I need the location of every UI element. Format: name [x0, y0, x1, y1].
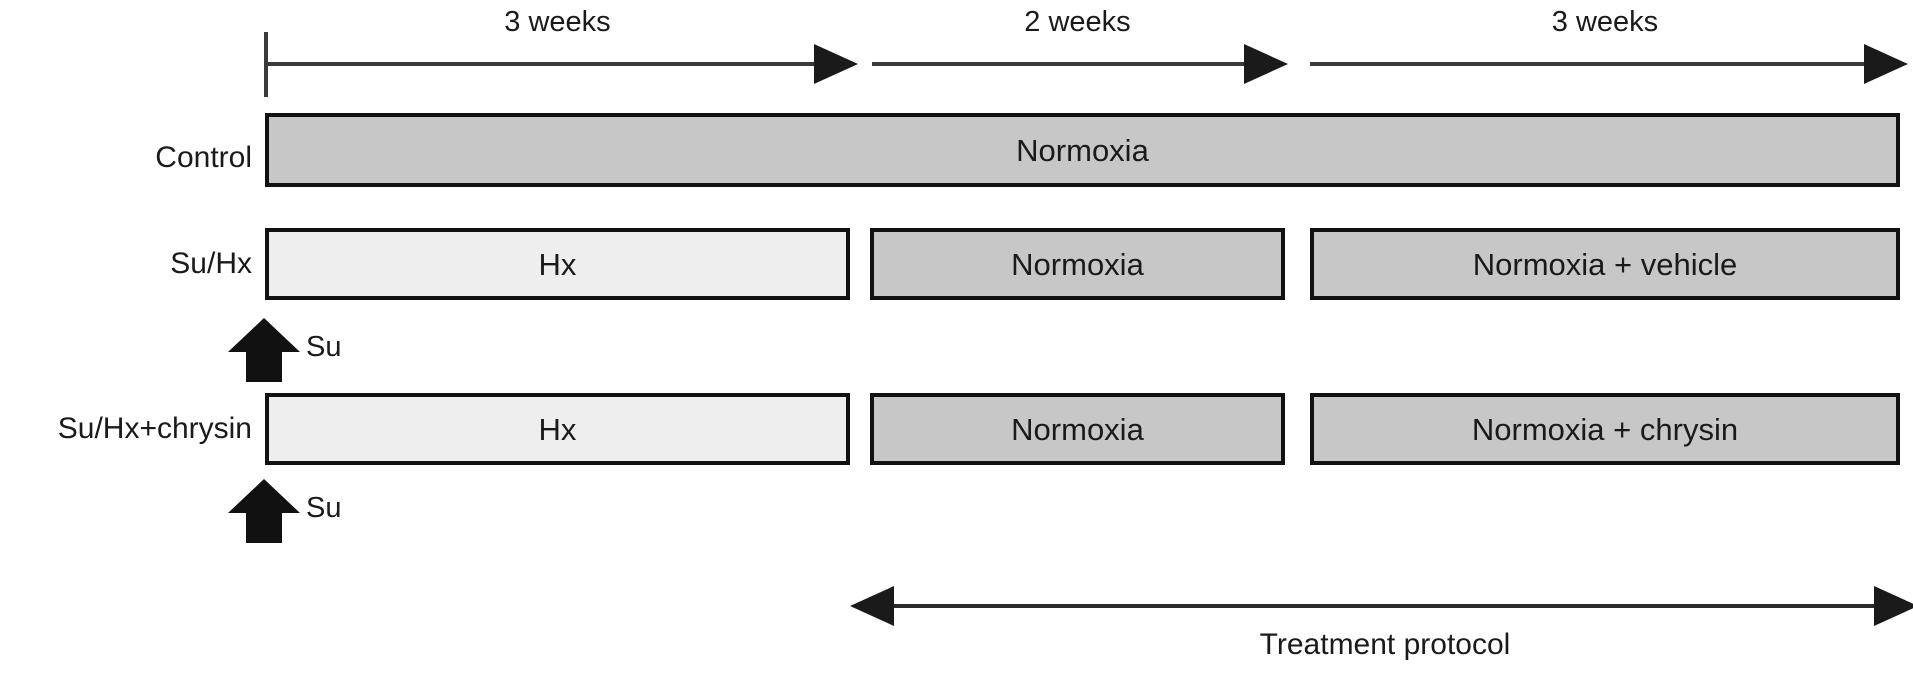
phase-box-suhxchrysin-normoxia-chrysin: Normoxia + chrysin [1310, 393, 1900, 465]
su-injection-arrow-row-3 [228, 479, 300, 543]
group-label-control: Control [155, 141, 252, 174]
timeline-period-label-1: 3 weeks [504, 6, 611, 38]
su-injection-arrow-row-2 [228, 318, 300, 382]
phase-box-suhx-hypoxia: Hx [265, 228, 850, 300]
phase-box-suhx-normoxia: Normoxia [870, 228, 1285, 300]
timeline-period-label-3: 3 weeks [1551, 6, 1659, 38]
phase-box-suhxchrysin-normoxia: Normoxia [870, 393, 1285, 465]
phase-box-label: Normoxia [1016, 132, 1149, 168]
treatment-protocol-label: Treatment protocol [1259, 628, 1511, 661]
phase-box-suhxchrysin-hypoxia: Hx [265, 393, 850, 465]
phase-box-control-normoxia: Normoxia [265, 113, 1900, 187]
timeline-period-label-2: 2 weeks [1024, 6, 1131, 38]
phase-box-label: Hx [538, 411, 577, 447]
group-label-su-hx-chrysin: Su/Hx+chrysin [57, 412, 252, 445]
group-label-su-hx: Su/Hx [170, 247, 252, 280]
phase-box-suhx-normoxia-vehicle: Normoxia + vehicle [1310, 228, 1900, 300]
phase-box-label: Hx [538, 246, 577, 282]
phase-box-label: Normoxia + chrysin [1471, 411, 1739, 447]
su-injection-label-row-3: Su [306, 492, 342, 524]
phase-box-label: Normoxia [1011, 411, 1144, 447]
phase-box-label: Normoxia + vehicle [1472, 246, 1738, 282]
su-injection-label-row-2: Su [306, 331, 342, 363]
phase-box-label: Normoxia [1011, 246, 1144, 282]
